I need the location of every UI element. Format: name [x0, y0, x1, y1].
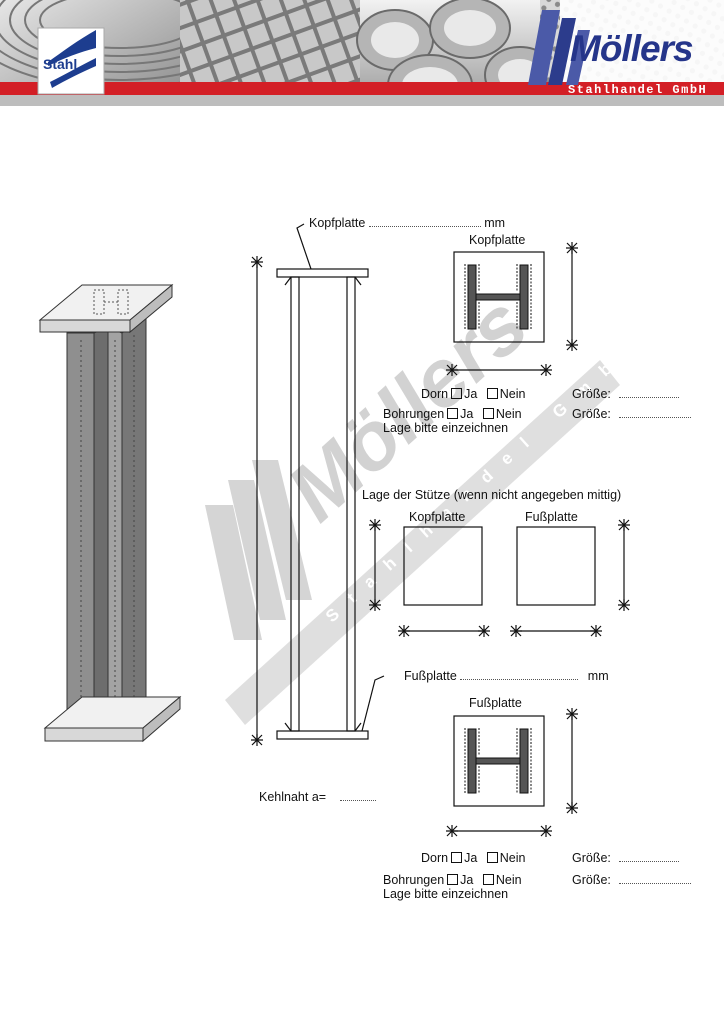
kehlnaht-input-line[interactable] — [339, 799, 376, 801]
groesse-label: Größe: — [572, 873, 611, 887]
groesse-label: Größe: — [572, 851, 611, 865]
moellers-logo-mark — [528, 10, 590, 85]
fussplatte-elevation — [276, 730, 369, 740]
dimension-markers — [251, 256, 263, 746]
ja-label: Ja — [460, 873, 474, 887]
kehlnaht-label: Kehlnaht a= — [259, 790, 327, 804]
kopfplatte-detail-title: Kopfplatte — [469, 233, 526, 247]
dorn-ja-checkbox[interactable] — [451, 388, 463, 399]
kopfplatte-input-line[interactable] — [368, 225, 481, 227]
fussplatte-bohrungen-groesse[interactable]: Größe: — [572, 873, 692, 887]
position-heading: Lage der Stütze (wenn nicht angegeben mi… — [362, 488, 622, 502]
position-kopf-title: Kopfplatte — [409, 510, 466, 524]
fussplatte-unit: mm — [587, 669, 609, 683]
fussplatte-lage-note: Lage bitte einzeichnen — [383, 887, 509, 901]
fussplatte-field[interactable]: Fußplatte mm — [404, 670, 609, 683]
bohrungen-ja-checkbox[interactable] — [447, 408, 459, 419]
header-photo-strip — [0, 0, 724, 106]
ja-label: Ja — [464, 851, 478, 865]
groesse-label: Größe: — [572, 407, 611, 421]
brand-subtitle: Stahlhandel GmbH — [568, 83, 708, 97]
fussplatte-input-line[interactable] — [460, 678, 579, 680]
nein-label: Nein — [495, 873, 522, 887]
brand-name: Möllers — [570, 28, 694, 69]
kopfplatte-lage-note: Lage bitte einzeichnen — [383, 421, 509, 435]
groesse-input-line[interactable] — [619, 396, 680, 398]
fussplatte-position-box — [516, 526, 596, 606]
bohrungen-label: Bohrungen — [383, 407, 445, 421]
groesse-label: Größe: — [572, 387, 611, 401]
groesse-input-line[interactable] — [619, 416, 692, 418]
dorn-nein-checkbox[interactable] — [486, 388, 498, 399]
header-banner: Stahl Möllers Stahlhandel GmbH — [0, 0, 724, 106]
kopfplatte-unit: mm — [484, 216, 506, 230]
fussplatte-dorn-row: Dorn Ja Nein — [421, 852, 526, 865]
fussplatte-dorn-groesse[interactable]: Größe: — [572, 851, 680, 865]
groesse-input-line[interactable] — [619, 882, 692, 884]
nein-label: Nein — [499, 851, 526, 865]
stahl-logo — [37, 27, 105, 95]
bohrungen-ja-checkbox[interactable] — [447, 874, 459, 885]
nein-label: Nein — [495, 407, 522, 421]
dorn-nein-checkbox[interactable] — [486, 852, 498, 863]
ja-label: Ja — [460, 407, 474, 421]
kopfplatte-dorn-groesse[interactable]: Größe: — [572, 387, 680, 401]
kopfplatte-bohrungen-row: Bohrungen Ja Nein — [383, 408, 522, 421]
kehlnaht-field[interactable]: Kehlnaht a= — [259, 791, 376, 804]
kopfplatte-dorn-row: Dorn Ja Nein — [421, 388, 526, 401]
nein-label: Nein — [499, 387, 526, 401]
dorn-label: Dorn — [421, 851, 449, 865]
kopfplatte-bohrungen-groesse[interactable]: Größe: — [572, 407, 692, 421]
fussplatte-bohrungen-row: Bohrungen Ja Nein — [383, 874, 522, 887]
stahl-logo-text: Stahl — [43, 56, 78, 72]
bohrungen-label: Bohrungen — [383, 873, 445, 887]
position-fuss-title: Fußplatte — [525, 510, 578, 524]
fussplatte-label: Fußplatte — [404, 669, 457, 683]
ja-label: Ja — [464, 387, 478, 401]
dorn-label: Dorn — [421, 387, 449, 401]
groesse-input-line[interactable] — [619, 860, 680, 862]
bohrungen-nein-checkbox[interactable] — [482, 874, 494, 885]
kopfplatte-position-box — [403, 526, 483, 606]
fussplatte-detail-title: Fußplatte — [469, 696, 522, 710]
dorn-ja-checkbox[interactable] — [451, 852, 463, 863]
bohrungen-nein-checkbox[interactable] — [482, 408, 494, 419]
kopfplatte-label: Kopfplatte — [309, 216, 366, 230]
kopfplatte-elevation — [276, 268, 369, 278]
kopfplatte-field[interactable]: Kopfplatte mm — [309, 217, 505, 230]
